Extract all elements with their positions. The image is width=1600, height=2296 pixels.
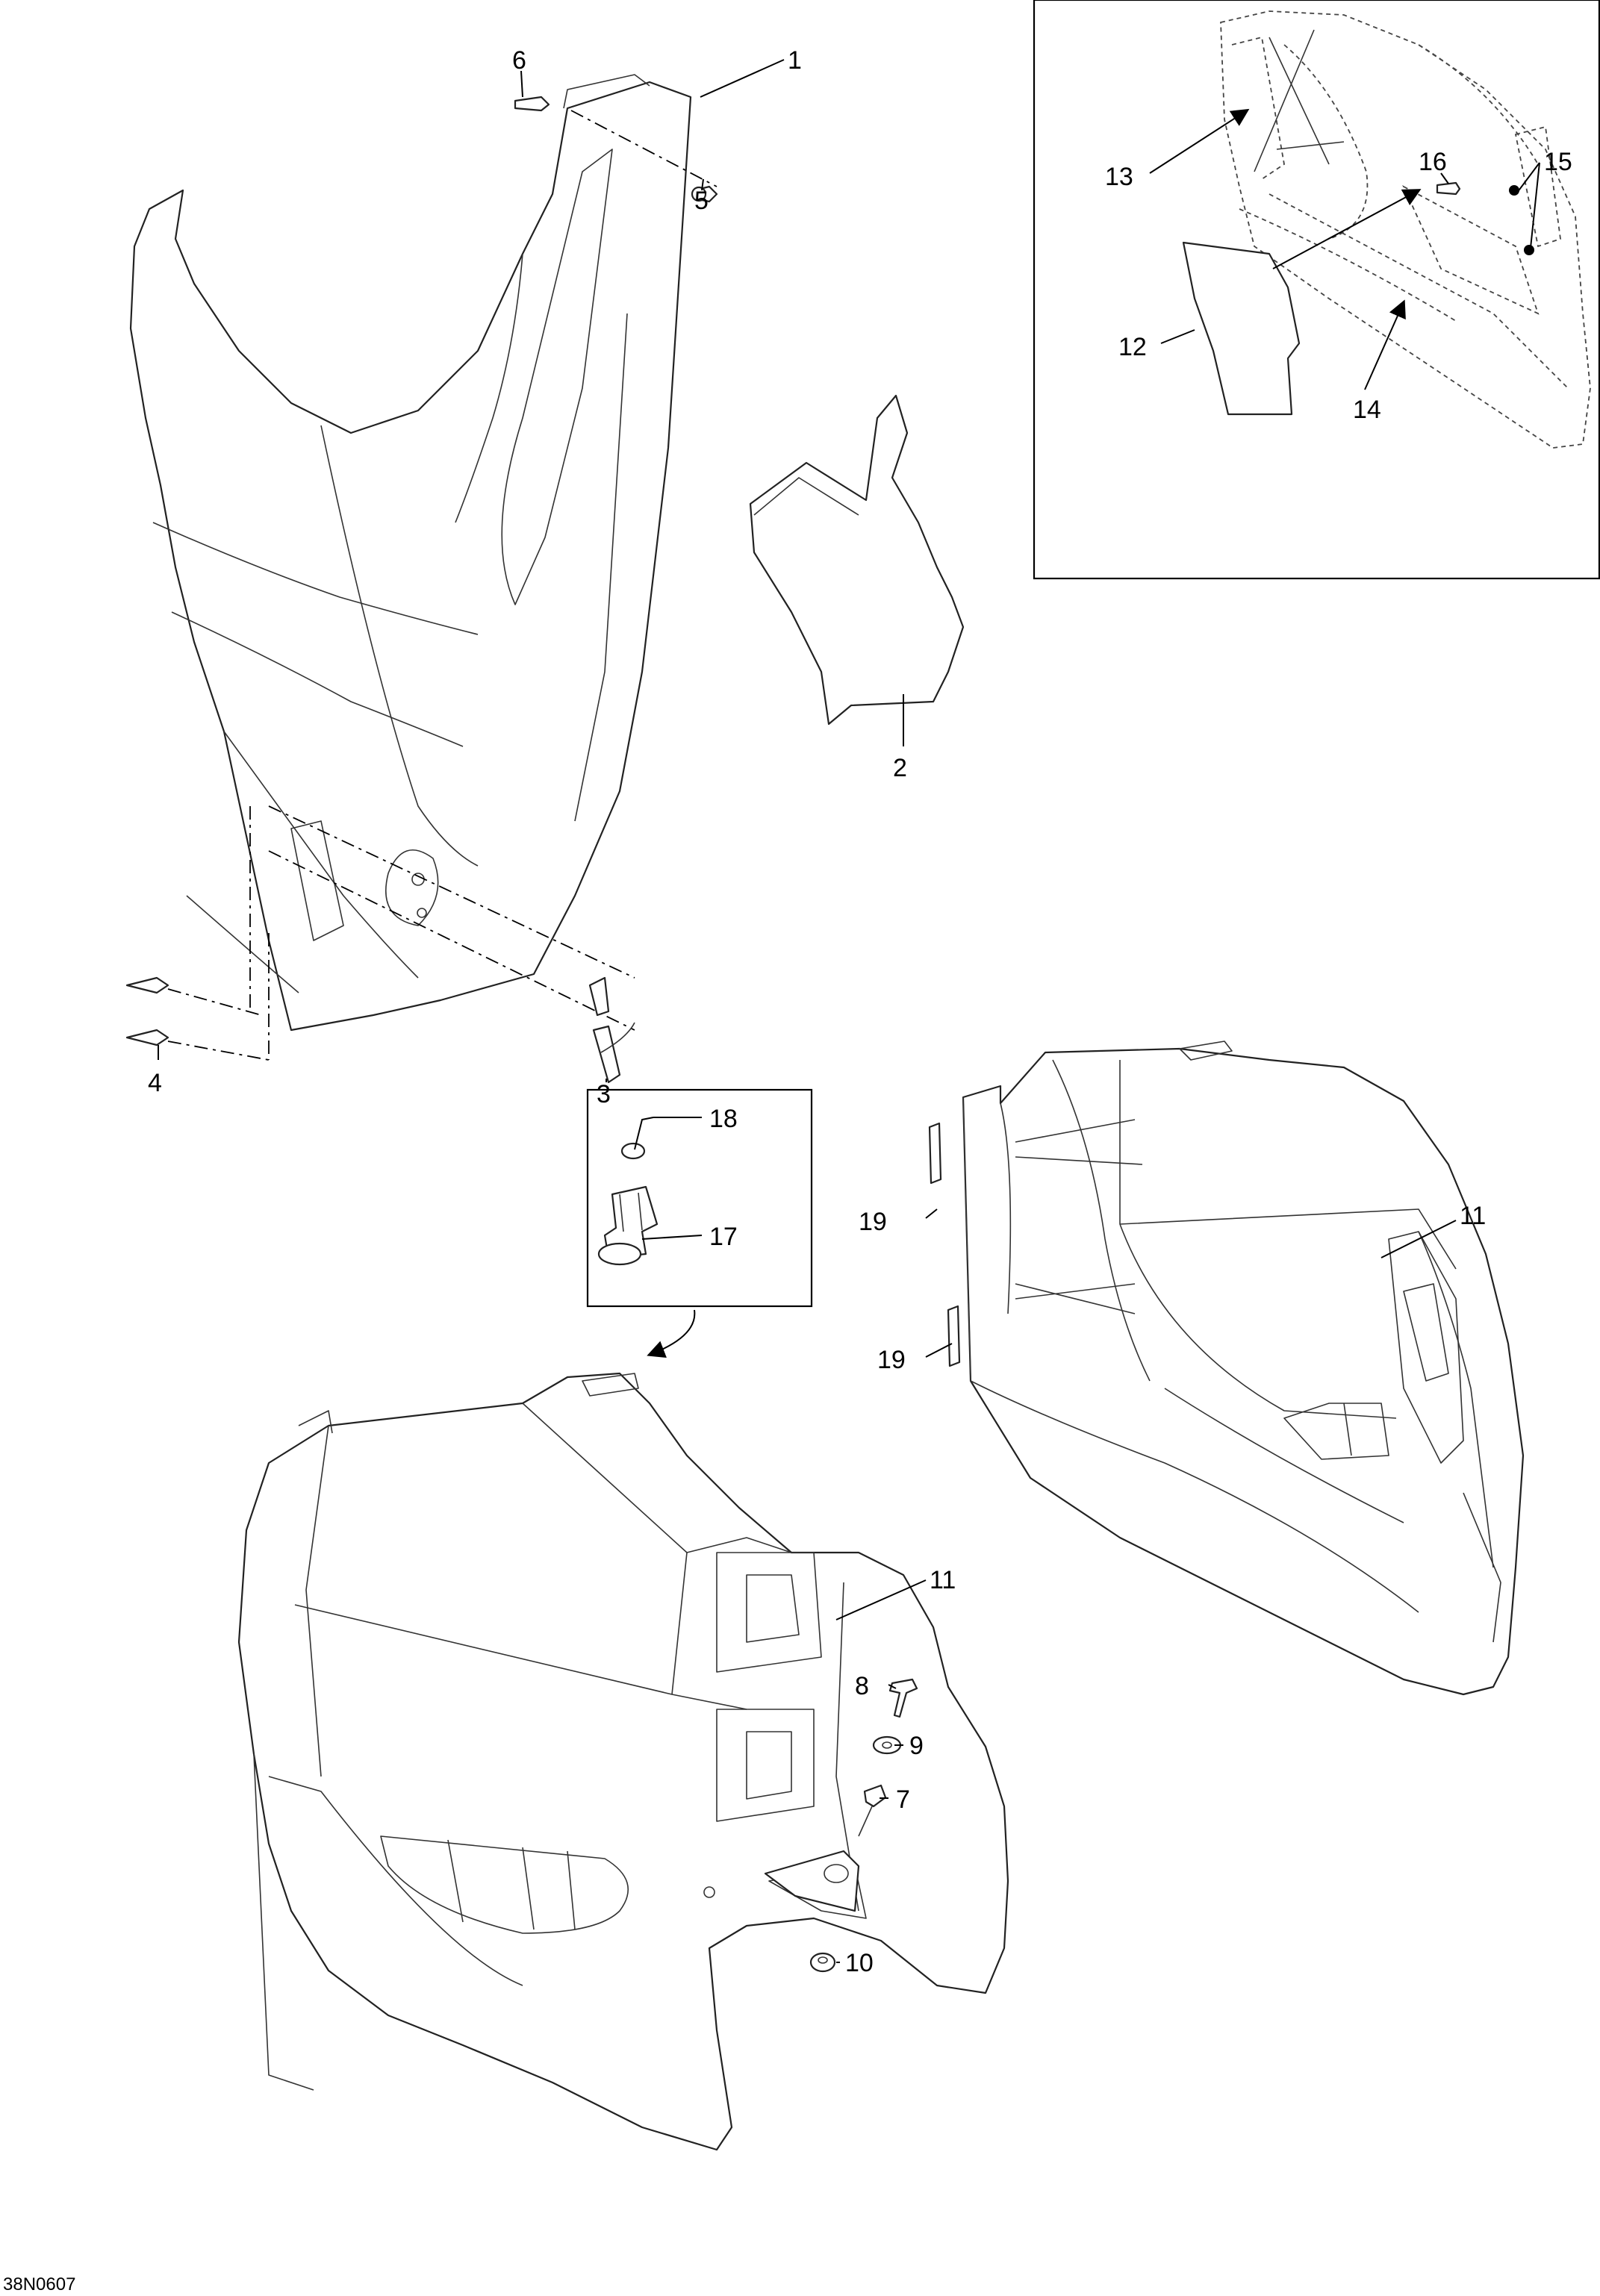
strip-part-19-lower <box>947 1305 961 1367</box>
inset-arrow-12-to-panel <box>1272 189 1422 269</box>
inset-rivet-part-15 <box>1509 185 1534 255</box>
callout-2: 2 <box>893 754 907 782</box>
fastener-part-5 <box>691 185 718 203</box>
assembly-lines-part-1 <box>167 110 717 1061</box>
side-panel-right-part-11 <box>962 1041 1525 1696</box>
side-panel-left-part-11 <box>237 1372 1009 2151</box>
callout-13: 13 <box>1105 163 1133 191</box>
grommet-part-7 <box>858 1784 887 1837</box>
callout-9: 9 <box>909 1732 924 1760</box>
inset-pad-part-12 <box>1182 241 1301 416</box>
mount-plate-left <box>764 1850 860 1912</box>
callout-labels: 1 6 5 2 4 3 18 17 19 19 11 11 8 9 7 10 1… <box>3 46 1572 2295</box>
callout-19-lower: 19 <box>877 1346 906 1374</box>
callout-18: 18 <box>709 1105 738 1133</box>
front-panel-part-1 <box>129 74 692 1032</box>
rivet-part-4 <box>125 976 169 1046</box>
callout-8: 8 <box>855 1672 869 1700</box>
callout-14: 14 <box>1353 396 1381 424</box>
callout-17: 17 <box>709 1223 738 1251</box>
callout-19-upper: 19 <box>859 1208 887 1236</box>
callout-11-left: 11 <box>930 1566 956 1594</box>
callout-7: 7 <box>896 1785 910 1814</box>
inset-side-panel-ghost <box>1220 10 1591 449</box>
strip-part-19-upper <box>928 1122 942 1185</box>
inset-fastener-part-16 <box>1436 181 1461 196</box>
callout-16: 16 <box>1419 148 1447 176</box>
drawing-code: 38N0607 <box>3 2274 75 2295</box>
callout-3: 3 <box>597 1080 611 1108</box>
callout-1: 1 <box>788 46 802 75</box>
callout-10: 10 <box>845 1949 874 1977</box>
callout-15: 15 <box>1544 148 1572 176</box>
nut-part-10 <box>809 1952 836 1973</box>
callout-11-right: 11 <box>1460 1202 1486 1230</box>
screw-part-8 <box>888 1678 918 1718</box>
callout-6: 6 <box>512 46 526 75</box>
callout-12: 12 <box>1118 333 1147 361</box>
latch-cap-part-18 <box>620 1142 646 1160</box>
latch-body-part-17 <box>597 1185 659 1266</box>
latch-arrow <box>647 1309 696 1358</box>
callout-5: 5 <box>694 187 709 215</box>
callout-4: 4 <box>148 1069 162 1097</box>
pad-part-2 <box>749 394 965 726</box>
fastener-part-6 <box>514 96 550 112</box>
bracket-part-3 <box>588 976 635 1084</box>
callout-leaders <box>158 59 1540 1963</box>
